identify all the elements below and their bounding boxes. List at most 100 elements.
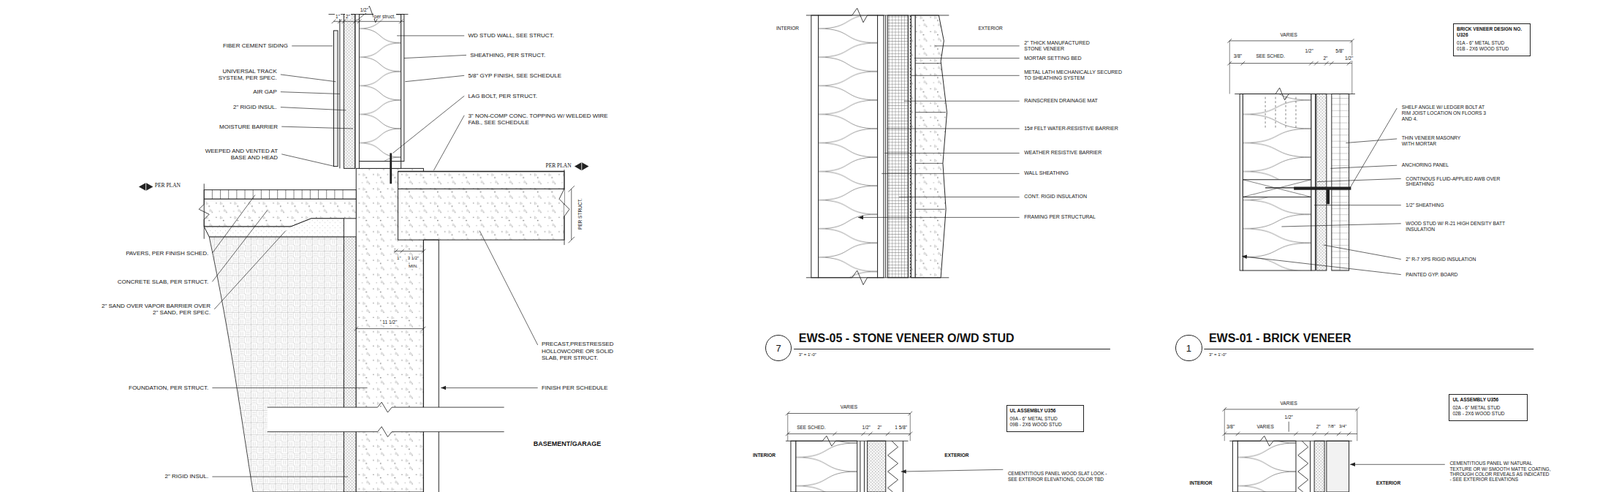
cementitious-slat-section-part xyxy=(785,431,913,437)
foundation-section-part xyxy=(397,171,565,173)
dimension-text: 1/2" xyxy=(1344,55,1354,61)
annotation-label: 1/2" SHEATHING xyxy=(1404,202,1445,209)
cementitious-slat-section xyxy=(785,411,1003,492)
annotation-label: 2" SAND OVER VAPOR BARRIER OVER 2" SAND,… xyxy=(98,302,212,316)
annotation-label: METAL LATH MECHANICALLY SECURED TO SHEAT… xyxy=(1023,69,1124,82)
cementitious-slat-section-part xyxy=(785,435,909,446)
cementitious-slat-section-part xyxy=(785,411,913,416)
cementitious-slat-section-part xyxy=(901,469,1004,472)
assembly-heading: UL ASSEMBLY U356 xyxy=(1010,407,1081,414)
cementitious-panel-section-part xyxy=(1232,440,1238,492)
dimension-text: MIN. xyxy=(407,263,419,269)
cementitious-panel-section xyxy=(1222,407,1445,492)
assembly-item: 02A - 6" METAL STUD xyxy=(1452,404,1524,411)
zone-label: INTERIOR xyxy=(752,452,777,458)
callout-circle: 1 xyxy=(1175,334,1202,362)
dimension-text: 2" xyxy=(344,13,351,20)
foundation-section-part xyxy=(209,236,344,492)
cementitious-slat-section-part xyxy=(888,440,899,492)
brick-veneer-section-part xyxy=(1241,108,1402,275)
foundation-section-part xyxy=(397,188,565,240)
dimension-text: 1/2" xyxy=(1303,48,1314,54)
callout-circle: 7 xyxy=(765,334,792,362)
annotation-label: LAG BOLT, PER STRUCT. xyxy=(467,92,538,100)
zone-label: EXTERIOR xyxy=(977,25,1003,31)
stone-veneer-section-part xyxy=(915,63,946,210)
annotation-label: WEEPED AND VENTED AT BASE AND HEAD xyxy=(189,147,279,161)
foundation-section-part xyxy=(389,152,392,184)
zone-label: INTERIOR xyxy=(775,25,800,31)
brick-veneer-section-part xyxy=(1239,93,1243,271)
dimension-text: VARIES xyxy=(1279,32,1299,38)
annotation-label: ANCHORING PANEL xyxy=(1401,162,1450,169)
cementitious-slat-section-part xyxy=(867,440,886,492)
assembly-tag-box: UL ASSEMBLY U35602A - 6" METAL STUD02B -… xyxy=(1448,393,1527,422)
dimension-text: 1 5/8" xyxy=(893,424,908,430)
dimension-text: VARIES xyxy=(839,404,859,410)
annotation-label: CONT. RIGID INSULATION xyxy=(1023,193,1088,200)
annotation-label: CEMENTITIOUS PANEL WOOD SLAT LOOK - SEE … xyxy=(1007,470,1112,482)
detail-title: EWS-05 - STONE VENEER O/WD STUD xyxy=(798,331,1016,345)
cementitious-slat-section-part xyxy=(787,412,911,441)
annotation-label: CONCRETE SLAB, PER STRUCT. xyxy=(116,278,210,286)
foundation-section-part xyxy=(331,14,405,25)
zone-label: EXTERIOR xyxy=(943,452,970,458)
foundation-section-part xyxy=(438,239,440,492)
foundation-section-part xyxy=(211,35,538,477)
dimension-text: 3/8" xyxy=(1225,423,1236,430)
annotation-label: WEATHER RESISTIVE BARRIER xyxy=(1023,149,1103,156)
annotation-label: AIR GAP xyxy=(252,88,278,96)
stone-veneer-section-part xyxy=(885,15,886,278)
annotation-label: 2" RIGID INSUL. xyxy=(163,472,210,480)
foundation-section-part xyxy=(423,239,439,241)
annotation-label: PER PLAN xyxy=(154,182,182,190)
cementitious-panel-section-part xyxy=(1222,421,1357,437)
annotation-label: FOUNDATION, PER STRUCT. xyxy=(127,384,210,392)
cementitious-panel-section-part xyxy=(1309,440,1311,492)
brick-veneer-section-part xyxy=(1265,97,1296,128)
stone-veneer-section-part xyxy=(806,8,949,285)
stone-veneer-section-part xyxy=(818,15,878,278)
foundation-section-part xyxy=(211,190,343,200)
cementitious-slat-section-part xyxy=(863,440,865,492)
foundation-section-part xyxy=(267,407,505,432)
annotation-label: SHEATHING, PER STRUCT. xyxy=(469,51,547,59)
dimension-text: SEE SCHED. xyxy=(1255,53,1285,59)
cementitious-slat-section-part xyxy=(795,440,858,492)
cementitious-panel-section-part xyxy=(1229,435,1353,446)
dimension-text: 2" xyxy=(1315,423,1322,430)
stone-veneer-section-part xyxy=(793,348,1111,350)
annotation-label: WOOD STUD W/ R-21 HIGH DENSITY BATT INSU… xyxy=(1404,220,1513,232)
callout-number: 1 xyxy=(1186,342,1192,354)
assembly-item: 01A - 6" METAL STUD xyxy=(1456,40,1527,47)
stone-veneer-section-part xyxy=(877,15,884,278)
cementitious-slat-section-part xyxy=(790,440,796,492)
assembly-item: 09A - 6" METAL STUD xyxy=(1010,415,1081,422)
annotation-label: FINISH PER SCHEDULE xyxy=(540,384,609,392)
stone-veneer-section-part xyxy=(915,15,947,278)
stone-veneer-section-part xyxy=(811,15,819,278)
foundation-section-part xyxy=(358,14,401,162)
dimension-text: 3 1/2" xyxy=(407,255,420,261)
brick-veneer-section-part xyxy=(1265,187,1327,188)
foundation-section-part xyxy=(339,14,340,169)
cementitious-slat-section-part xyxy=(902,440,904,492)
annotation-label: MORTAR SETTING BED xyxy=(1023,55,1082,62)
assembly-item: 01B - 2X6 WOOD STUD xyxy=(1456,46,1527,52)
brick-veneer-section-part xyxy=(1234,87,1356,101)
dimension-text: PER STRUCT. xyxy=(576,198,582,231)
brick-veneer-section-part xyxy=(1242,93,1312,271)
annotation-label: WD STUD WALL, SEE STRUCT. xyxy=(467,32,555,39)
callout-number: 7 xyxy=(776,342,782,354)
foundation-section-part xyxy=(393,249,426,254)
stone-veneer-section-part xyxy=(858,46,1020,218)
brick-veneer-section-part xyxy=(1229,40,1353,95)
annotation-label: PAVERS, PER FINISH SCHED. xyxy=(124,249,210,257)
foundation-section-part xyxy=(203,218,344,237)
dimension-text: 1/2" xyxy=(861,424,872,430)
scale-note: 3" = 1'-0" xyxy=(798,352,818,358)
assembly-item: 02B - 2X6 WOOD STUD xyxy=(1452,410,1524,417)
annotation-label: PAINTED GYP. BOARD xyxy=(1404,271,1459,278)
cementitious-panel-section-part xyxy=(1298,440,1309,492)
